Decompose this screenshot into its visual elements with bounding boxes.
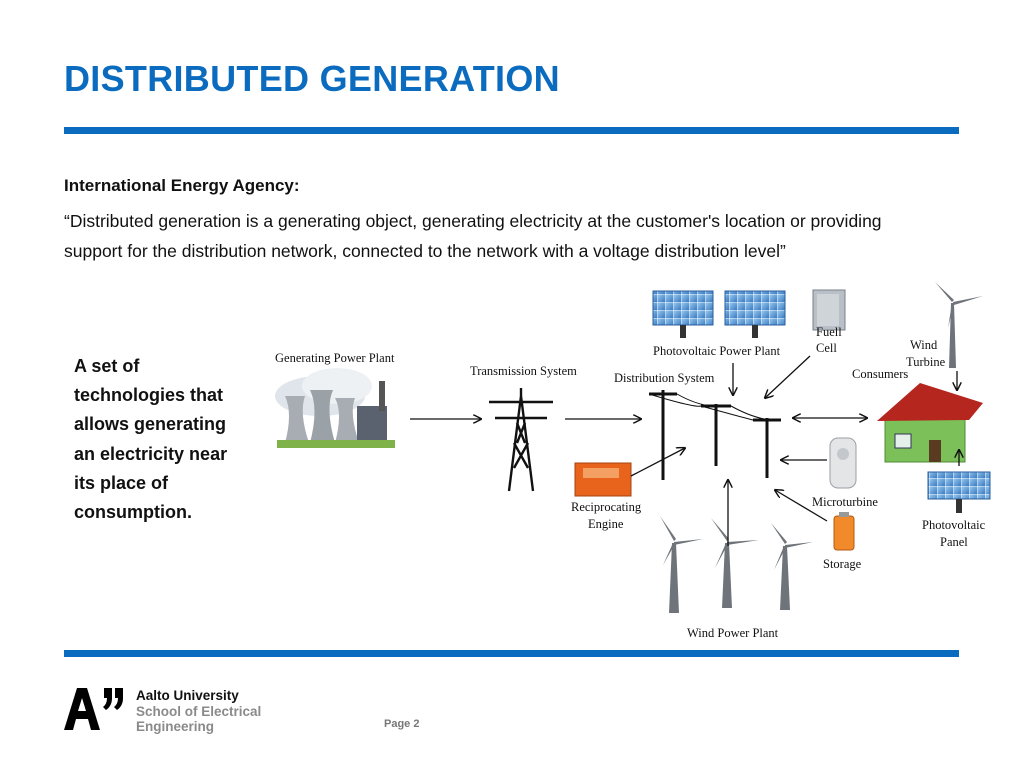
label-transmission-system: Transmission System bbox=[470, 364, 577, 378]
house-icon bbox=[877, 383, 983, 463]
arrow-fuel-cell-to-distribution bbox=[765, 355, 811, 398]
source-heading: International Energy Agency: bbox=[64, 176, 300, 195]
label-consumers: Consumers bbox=[852, 367, 908, 381]
photovoltaic-plant-icon bbox=[652, 290, 786, 338]
school-line-2: Engineering bbox=[136, 719, 215, 734]
label-reciprocating-line1: Reciprocating bbox=[571, 500, 642, 514]
label-wind-turbine-line1: Wind bbox=[910, 338, 938, 352]
label-photovoltaic-panel-line2: Panel bbox=[940, 535, 968, 549]
arrow-engine-to-distribution bbox=[630, 448, 685, 477]
label-reciprocating-line2: Engine bbox=[588, 517, 624, 531]
wind-turbine-icon bbox=[935, 282, 983, 368]
header-divider bbox=[64, 127, 959, 134]
label-wind-power-plant: Wind Power Plant bbox=[687, 626, 779, 640]
fuel-cell-icon bbox=[812, 289, 846, 331]
slide-title: DISTRIBUTED GENERATION bbox=[64, 58, 560, 99]
label-photovoltaic-power-plant: Photovoltaic Power Plant bbox=[653, 344, 781, 358]
power-plant-icon bbox=[275, 368, 395, 448]
transmission-tower-icon bbox=[489, 388, 553, 492]
distribution-poles-icon bbox=[648, 390, 782, 480]
definition-quote: “Distributed generation is a generating … bbox=[64, 211, 882, 261]
summary-text: A set of technologies that allows genera… bbox=[74, 356, 228, 523]
storage-icon bbox=[833, 512, 855, 551]
label-fuel-cell-line2: Cell bbox=[816, 341, 837, 355]
school-line-1: School of Electrical bbox=[136, 703, 262, 719]
photovoltaic-panel-icon bbox=[927, 471, 991, 513]
label-photovoltaic-panel-line1: Photovoltaic bbox=[922, 518, 986, 532]
footer-divider bbox=[64, 650, 959, 657]
label-fuel-cell-line1: Fuell bbox=[816, 325, 842, 339]
arrow-storage-to-distribution bbox=[775, 490, 828, 522]
reciprocating-engine-icon bbox=[574, 462, 632, 497]
label-microturbine: Microturbine bbox=[812, 495, 878, 509]
microturbine-icon bbox=[829, 437, 857, 489]
wind-farm-icon bbox=[660, 516, 813, 613]
page-number: Page 2 bbox=[384, 718, 420, 730]
label-generating-power-plant: Generating Power Plant bbox=[275, 351, 395, 365]
label-wind-turbine-line2: Turbine bbox=[906, 355, 946, 369]
aalto-logo-icon bbox=[64, 688, 123, 730]
distributed-generation-diagram: Generating Power Plant Transmission Syst… bbox=[275, 282, 991, 640]
university-line: Aalto University bbox=[136, 688, 239, 703]
university-name: Aalto University School of Electrical En… bbox=[136, 688, 261, 735]
label-storage: Storage bbox=[823, 557, 862, 571]
label-distribution-system: Distribution System bbox=[614, 371, 715, 385]
